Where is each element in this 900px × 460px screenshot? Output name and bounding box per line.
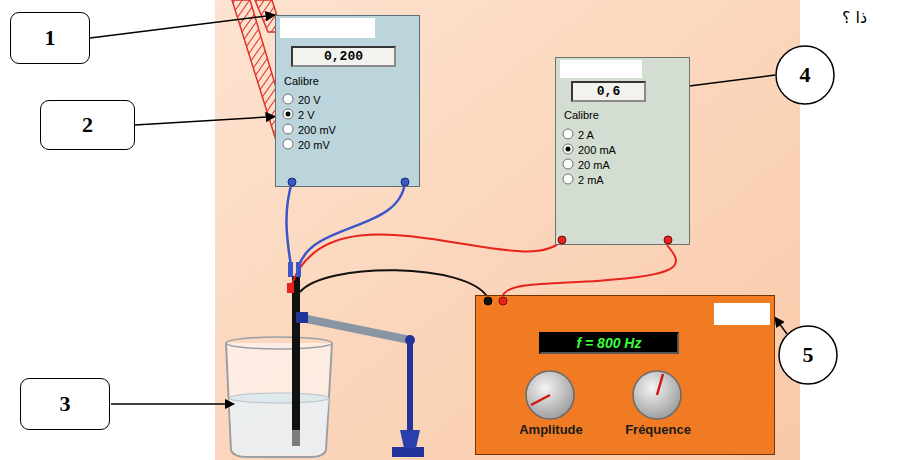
- stand-base: [392, 447, 424, 457]
- terminal: [401, 178, 409, 186]
- blue-wire: [286, 182, 292, 266]
- terminal: [484, 297, 492, 305]
- leader-arrow: [135, 116, 275, 125]
- leader-line: [111, 403, 234, 405]
- generator-display: f = 800 Hz: [539, 332, 679, 354]
- beaker: [226, 343, 332, 457]
- display-text: 2: [82, 112, 93, 138]
- leader-arrow: [775, 317, 787, 333]
- stand-foot: [400, 430, 420, 448]
- stand-joint: [405, 335, 415, 345]
- title-field: [560, 60, 642, 78]
- note-text: ذا ؟: [842, 8, 867, 27]
- knob-label: Amplitude: [519, 423, 583, 437]
- display-text: 4: [800, 62, 811, 88]
- display-text: 1: [45, 25, 56, 51]
- title-field: [280, 18, 375, 38]
- callout-box: 2: [40, 100, 135, 150]
- terminal: [664, 236, 672, 244]
- knob: [526, 371, 574, 419]
- radio-selected: [286, 112, 291, 117]
- display-text: f = 800 Hz: [577, 335, 642, 351]
- leader-arrow: [90, 15, 275, 38]
- terminal: [558, 236, 566, 244]
- range-option: 2 mA: [578, 173, 604, 187]
- callout-circle: 4: [775, 45, 835, 105]
- electrode-tip: [292, 430, 300, 446]
- ammeter-panel: Calibre 2 A200 mA20 mA2 mA 0,6: [555, 57, 690, 245]
- generator-panel: Amplitude Fréquence f = 800 Hz: [475, 295, 775, 455]
- beaker-rim: [226, 337, 332, 349]
- connector-plug: [287, 283, 294, 293]
- range-option: 200 mV: [298, 123, 336, 137]
- connector-plug: [296, 262, 301, 277]
- callout-box: 3: [20, 378, 110, 430]
- range-heading: Calibre: [564, 108, 599, 122]
- blue-wire: [299, 182, 405, 266]
- voltmeter-panel: Calibre 20 V2 V200 mV20 mV 0,200: [275, 15, 420, 187]
- terminal: [499, 297, 507, 305]
- range-option: 2 A: [578, 128, 594, 142]
- display-text: 3: [60, 391, 71, 417]
- range-option: 20 mA: [578, 158, 610, 172]
- stand-arm: [302, 318, 410, 340]
- radio-buttons: [283, 94, 573, 184]
- callout-box: 1: [10, 12, 90, 64]
- knob: [633, 371, 681, 419]
- title-field: [714, 303, 770, 325]
- range-option: 200 mA: [578, 143, 616, 157]
- wire: [503, 245, 676, 295]
- knob-needle: [657, 374, 663, 395]
- range-option: 20 V: [298, 93, 321, 107]
- range-heading: Calibre: [284, 74, 319, 88]
- knob-needle: [531, 395, 550, 405]
- display-text: 0,200: [324, 49, 363, 64]
- voltmeter-display: 0,200: [291, 46, 396, 67]
- solution-surface: [229, 393, 329, 403]
- solution: [229, 398, 329, 455]
- black-wire: [300, 270, 488, 298]
- range-option: 20 mV: [298, 138, 330, 152]
- callout-circle: 5: [778, 325, 838, 385]
- radio-selected: [566, 147, 571, 152]
- connector-plug: [288, 262, 293, 277]
- display-text: 5: [803, 342, 814, 368]
- electrode-clamp: [296, 312, 308, 323]
- display-text: 0,6: [597, 84, 620, 99]
- electrode: [292, 276, 300, 432]
- background-panel: [215, 0, 800, 460]
- terminal: [288, 178, 296, 186]
- red-wire: [291, 234, 562, 286]
- knob-label: Fréquence: [625, 423, 691, 437]
- ammeter-display: 0,6: [571, 81, 646, 102]
- range-option: 2 V: [298, 108, 315, 122]
